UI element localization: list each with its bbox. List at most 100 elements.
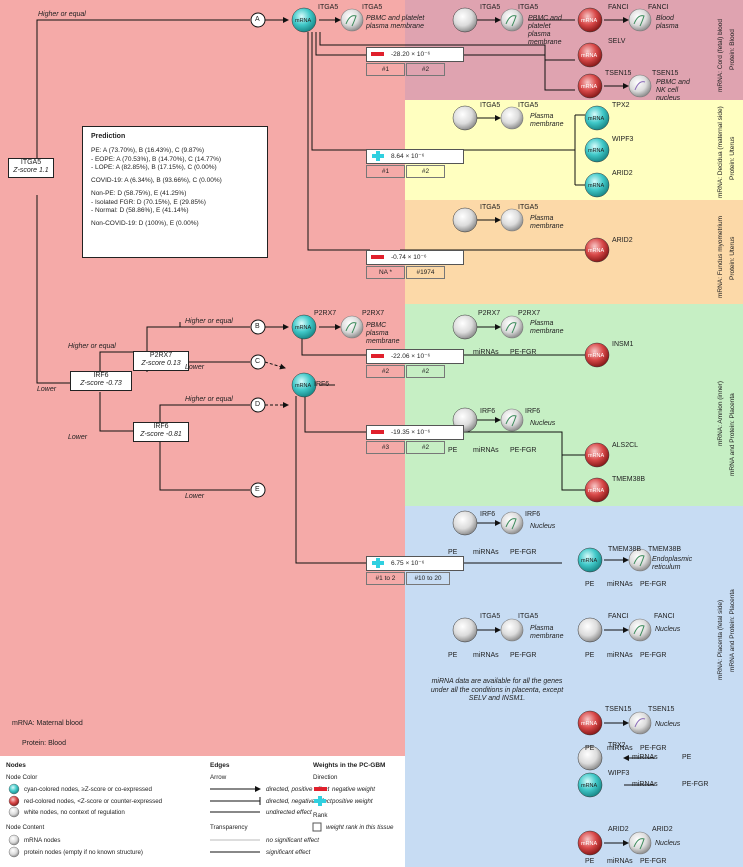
legend-protein-nodes: protein nodes (empty if no known structu… xyxy=(24,849,143,856)
location-label: Endoplasmic reticulum xyxy=(652,556,693,571)
legend: Nodes Node Color cyan-colored nodes, ≥Z-… xyxy=(0,756,405,867)
prediction-line: - Normal: D (58.86%), E (41.14%) xyxy=(91,207,189,215)
gene-itga5: ITGA5 xyxy=(480,204,501,211)
legend-transparency: Transparency xyxy=(210,824,248,831)
leaf-d: D xyxy=(255,401,261,408)
prediction-title: Prediction xyxy=(91,133,126,140)
mrna-label: mRNA xyxy=(588,453,605,459)
gene-arid2: ARID2 xyxy=(608,826,629,833)
rank-box: #1 to 2 xyxy=(366,572,405,585)
gene-p2rx7: P2RX7 xyxy=(314,310,337,317)
weight-box: -19.35 × 10⁻⁶ xyxy=(366,425,464,440)
tree-higher-3: Higher or equal xyxy=(185,318,233,325)
legend-undirected: undirected effect xyxy=(266,809,312,816)
gene-fanci: FANCI xyxy=(608,613,629,620)
legend-nodes-title: Nodes xyxy=(6,762,26,769)
legend-direction: Direction xyxy=(313,774,338,781)
tree-lower-1: Lower xyxy=(37,386,57,393)
weight-value: -0.74 × 10⁻⁶ xyxy=(391,254,427,261)
rank-box: NA * xyxy=(366,266,405,279)
gene-itga5: ITGA5 xyxy=(518,204,539,211)
mrna-label: mRNA xyxy=(588,116,605,122)
gene-als2cl: ALS2CL xyxy=(612,442,639,449)
legend-weights-title: Weights in the PC-GBM xyxy=(313,762,386,769)
location-label: PBMC plasma membrane xyxy=(366,322,400,345)
mrna-label: mRNA xyxy=(588,183,605,189)
gene-wipf3: WIPF3 xyxy=(612,136,634,143)
gene-wipf3: WIPF3 xyxy=(608,770,630,777)
tree-node-name: IRF6 xyxy=(93,372,109,379)
tree-node-itga5: ITGA5 Z-score 1.1 xyxy=(8,158,54,178)
gene-irf6: IRF6 xyxy=(480,408,496,415)
legend-pos-weight: positive weight xyxy=(332,798,373,805)
weight-box: 6.75 × 10⁻⁶ xyxy=(366,556,464,571)
gene-tmem38b: TMEM38B xyxy=(612,476,646,483)
prediction-line: Non-COVID-19: D (100%), E (0.00%) xyxy=(91,220,199,228)
pe-label: PE xyxy=(448,549,458,556)
pe-label: PE xyxy=(682,754,692,761)
gene-fanci: FANCI xyxy=(648,4,669,11)
tree-node-z: Z-score -0.81 xyxy=(140,431,182,438)
mrna-label: mRNA xyxy=(295,18,312,24)
prediction-line: - EOPE: A (70.53%), B (14.70%), C (14.77… xyxy=(91,155,222,163)
mrna-label: mRNA xyxy=(581,841,598,847)
mirnas-label: miRNAs xyxy=(473,447,499,454)
pe-label: PE xyxy=(448,447,458,454)
rank-box: #2 xyxy=(406,365,445,378)
weight-box: 8.64 × 10⁻⁶ xyxy=(366,149,464,164)
legend-arrow: Arrow xyxy=(210,774,227,781)
tree-lower-4: Lower xyxy=(185,493,205,500)
gene-selv: SELV xyxy=(608,38,626,45)
positive-weight-icon xyxy=(372,151,384,161)
mirnas-label: miRNAs xyxy=(473,652,499,659)
prediction-line: Non-PE: D (58.75%), E (41.25%) xyxy=(91,190,187,198)
legend-edges-title: Edges xyxy=(210,762,230,769)
rank-box: #2 xyxy=(366,365,405,378)
gene-insm1: INSM1 xyxy=(612,341,634,348)
pefgr-label: PE-FGR xyxy=(640,581,667,588)
gene-irf6: IRF6 xyxy=(525,408,541,415)
tree-node-z: Z-score 1.1 xyxy=(13,167,49,174)
rank-box: #1974 xyxy=(406,266,445,279)
tree-higher-1: Higher or equal xyxy=(38,11,86,18)
legend-svg xyxy=(8,783,327,858)
tree-node-irf6-a: IRF6 Z-score -0.73 xyxy=(70,371,132,391)
mrna-label: mRNA xyxy=(581,558,598,564)
mirnas-label: miRNAs xyxy=(473,549,499,556)
gene-itga5: ITGA5 xyxy=(518,102,539,109)
gene-tsen15: TSEN15 xyxy=(605,70,632,77)
maternal-label-1: mRNA: Maternal blood xyxy=(12,720,83,727)
gene-arid2: ARID2 xyxy=(612,170,633,177)
rank-box: #2 xyxy=(406,441,445,454)
legend-sig: significant effect xyxy=(266,849,311,856)
mirnas-label: miRNAs xyxy=(632,754,658,761)
gene-arid2: ARID2 xyxy=(652,826,673,833)
mrna-label: mRNA xyxy=(581,53,598,59)
location-label: Plasma membrane xyxy=(530,215,564,230)
mirnas-label: miRNAs xyxy=(473,349,499,356)
negative-weight-icon xyxy=(371,255,384,259)
location-label: PBMC and platelet plasma membrane xyxy=(528,15,562,46)
tree-node-name: IRF6 xyxy=(153,423,169,430)
positive-weight-icon xyxy=(372,558,384,568)
legend-rank-desc: weight rank in this tissue xyxy=(326,824,394,831)
gene-fanci: FANCI xyxy=(654,613,675,620)
mrna-label: mRNA xyxy=(588,488,605,494)
gene-itga5: ITGA5 xyxy=(518,4,539,11)
pe-label: PE xyxy=(448,652,458,659)
prediction-line: - Isolated FGR: D (70.15%), E (29.85%) xyxy=(91,198,206,206)
mirna-note: miRNA data are available for all the gen… xyxy=(430,678,564,702)
location-label: Blood plasma xyxy=(656,15,679,30)
weight-value: 6.75 × 10⁻⁶ xyxy=(391,560,425,567)
weight-box: -0.74 × 10⁻⁶ xyxy=(366,250,464,265)
weight-box: -28.20 × 10⁻⁶ xyxy=(366,47,464,62)
tree-lower-2: Lower xyxy=(68,434,88,441)
rank-box: #2 xyxy=(406,63,445,76)
legend-white: white nodes, no context of regulation xyxy=(24,809,125,816)
tree-node-z: Z-score 0.13 xyxy=(141,360,181,367)
gene-tsen15: TSEN15 xyxy=(605,706,632,713)
gene-tpx2: TPX2 xyxy=(612,102,630,109)
gene-itga5: ITGA5 xyxy=(480,102,501,109)
